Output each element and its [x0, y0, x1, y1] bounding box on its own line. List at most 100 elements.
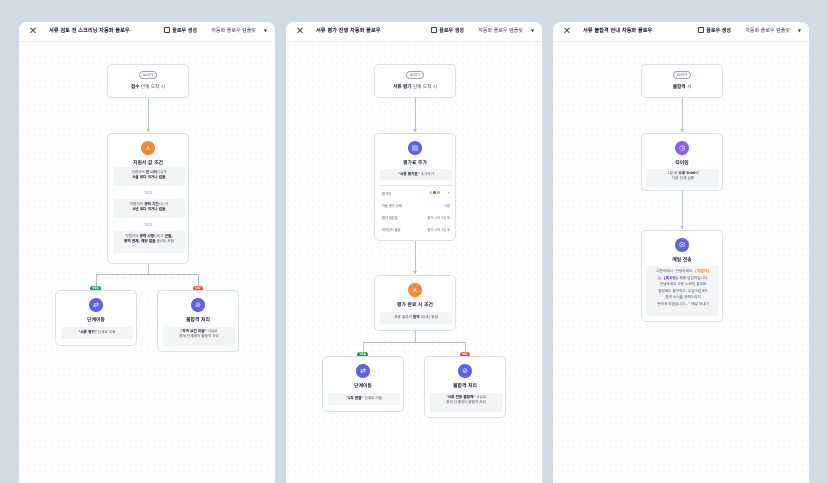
edit-icon: [164, 27, 171, 33]
workflow-panel-rejection-notice: ✕ 서류 불합격 안내 자동화 플로우 플로우 생성 자동화 플로우 템플릿▼ …: [553, 22, 809, 483]
condition-icon: ⋏: [141, 141, 155, 155]
node-detail: "1차 면접" 단계로 이동: [328, 393, 400, 405]
and-label: 그리고: [143, 191, 153, 195]
workflow-panel-evaluation: ✕ 서류 평가 진행 자동화 플로우 플로우 생성 자동화 플로우 템플릿▼ 트…: [286, 22, 542, 483]
connector-line: [363, 342, 466, 343]
node-title: 지원서 값 조건: [133, 161, 163, 166]
connector-line: [96, 274, 97, 290]
swap-icon: ⇄: [89, 298, 103, 312]
add-evaluator-button[interactable]: +: [447, 191, 450, 195]
trigger-badge: 트리거: [673, 71, 691, 79]
node-detail: "서류 평가표" 추가하기: [380, 169, 452, 180]
arrow-icon: [412, 271, 417, 274]
edit-icon: [431, 27, 438, 33]
connector-line: [414, 98, 416, 132]
trigger-card[interactable]: 트리거 접수 단계 도착 시: [107, 64, 189, 98]
reminder-value: 평가 시작 1일 후: [427, 228, 450, 232]
trigger-text: 서류 평가 단계 도착 시: [392, 85, 438, 90]
yes-tag: YES: [90, 286, 102, 291]
panel-title: 서류 검토 전 스크리닝 자동화 플로우: [49, 28, 130, 34]
node-title: 메일 전송: [672, 258, 692, 263]
clipboard-icon: ▤: [408, 141, 422, 155]
connector-line: [465, 342, 466, 356]
arrow-icon: [145, 129, 150, 132]
panel-header: ✕ 서류 검토 전 스크리닝 자동화 플로우 플로우 생성 자동화 플로우 템플…: [19, 22, 275, 42]
arrow-icon: [412, 129, 417, 132]
trigger-badge: 트리거: [139, 71, 157, 79]
chevron-down-icon: ▼: [797, 27, 801, 33]
node-title: 평가 완료 시 조건: [397, 303, 433, 308]
connector-line: [96, 274, 199, 275]
connector-line: [363, 342, 364, 356]
and-label: 그리고: [143, 223, 153, 227]
auto-delete-value: 사용: [444, 204, 450, 208]
connector-line: [414, 331, 416, 342]
panel-title: 서류 평가 진행 자동화 플로우: [316, 28, 381, 34]
close-icon[interactable]: ✕: [562, 26, 572, 37]
node-title: 타이밍: [675, 161, 689, 166]
yes-tag: YES: [357, 352, 369, 357]
node-detail: "서류 평가" 단계로 이동: [61, 327, 133, 339]
mail-icon: ✉: [675, 238, 689, 252]
avatar: [436, 190, 441, 195]
deadline-value: 평가 시작 3일 후: [427, 216, 450, 220]
email-preview: 이든하에서 "안녕하세요, {지원자} 님, {회사명} 채용 담당자입니다. …: [647, 266, 719, 316]
connector-line: [147, 98, 149, 132]
connector-line: [414, 241, 416, 274]
arrow-icon: [679, 129, 684, 132]
email-card[interactable]: ✉ 메일 전송 이든하에서 "안녕하세요, {지원자} 님, {회사명} 채용 …: [641, 230, 723, 322]
trigger-card[interactable]: 트리거 서류 평가 단계 도착 시: [374, 64, 456, 98]
no-tag: NO: [460, 352, 470, 357]
template-dropdown[interactable]: 자동화 플로우 템플릿▼: [478, 27, 534, 35]
block-icon: ⊘: [458, 364, 472, 378]
reminder-label: 리마인드 발송: [382, 228, 401, 232]
trigger-text: 불합격 시: [672, 85, 692, 90]
create-flow-button[interactable]: 플로우 생성: [698, 27, 731, 34]
deadline-label: 평가 마감일: [382, 216, 398, 220]
connector-line: [681, 98, 683, 132]
flow-canvas[interactable]: 트리거 서류 평가 단계 도착 시 ▤ 평가표 추가 "서류 평가표" 추가하기…: [286, 42, 542, 483]
panel-header: ✕ 서류 불합격 안내 자동화 플로우 플로우 생성 자동화 플로우 템플릿▼: [553, 22, 809, 42]
template-dropdown[interactable]: 자동화 플로우 템플릿▼: [745, 27, 801, 35]
trigger-card[interactable]: 트리거 불합격 시: [641, 64, 723, 98]
template-dropdown[interactable]: 자동화 플로우 템플릿▼: [211, 27, 267, 35]
evaluation-form-card[interactable]: ▤ 평가표 추가 "서류 평가표" 추가하기 평가자 + 자동 평가 삭제 사용…: [374, 133, 456, 241]
arrow-icon: [679, 226, 684, 229]
panel-title: 서류 불합격 안내 자동화 플로우: [583, 28, 653, 34]
condition-icon: ⋏: [408, 283, 422, 297]
move-stage-card[interactable]: ⇄ 단계이동 "1차 면접" 단계로 이동: [322, 356, 404, 412]
create-flow-button[interactable]: 플로우 생성: [431, 27, 464, 34]
auto-delete-label: 자동 평가 삭제: [382, 204, 402, 208]
swap-icon: ⇄: [356, 364, 370, 378]
node-title: 단계이동: [87, 318, 105, 323]
close-icon[interactable]: ✕: [295, 26, 305, 37]
workflow-panel-screening: ✕ 서류 검토 전 스크리닝 자동화 플로우 플로우 생성 자동화 플로우 템플…: [19, 22, 275, 483]
create-flow-button[interactable]: 플로우 생성: [164, 27, 197, 34]
panel-header: ✕ 서류 평가 진행 자동화 플로우 플로우 생성 자동화 플로우 템플릿▼: [286, 22, 542, 42]
node-title: 불합격 처리: [186, 318, 210, 323]
chevron-down-icon: ▼: [263, 27, 267, 33]
evaluator-label: 평가자: [382, 192, 391, 196]
condition-rule: 지원자의 병역 사항(이)가 군필,병역 면제, 해당 없음 중(에) 포함: [113, 231, 185, 253]
completion-condition-card[interactable]: ⋏ 평가 완료 시 조건 최종 결과가 합격 와(과) 동일: [374, 275, 456, 331]
connector-line: [198, 274, 199, 290]
connector-line: [147, 264, 149, 274]
node-title: 불합격 처리: [453, 384, 477, 389]
no-tag: NO: [193, 286, 203, 291]
move-stage-card[interactable]: ⇄ 단계이동 "서류 평가" 단계로 이동: [55, 290, 137, 346]
clock-icon: ◷: [675, 141, 689, 155]
close-icon[interactable]: ✕: [28, 26, 38, 37]
evaluation-settings: 평가자 + 자동 평가 삭제 사용 평가 마감일 평가 시작 3일 후 리마인드…: [380, 185, 452, 237]
node-title: 평가표 추가: [403, 161, 427, 166]
block-icon: ⊘: [191, 298, 205, 312]
